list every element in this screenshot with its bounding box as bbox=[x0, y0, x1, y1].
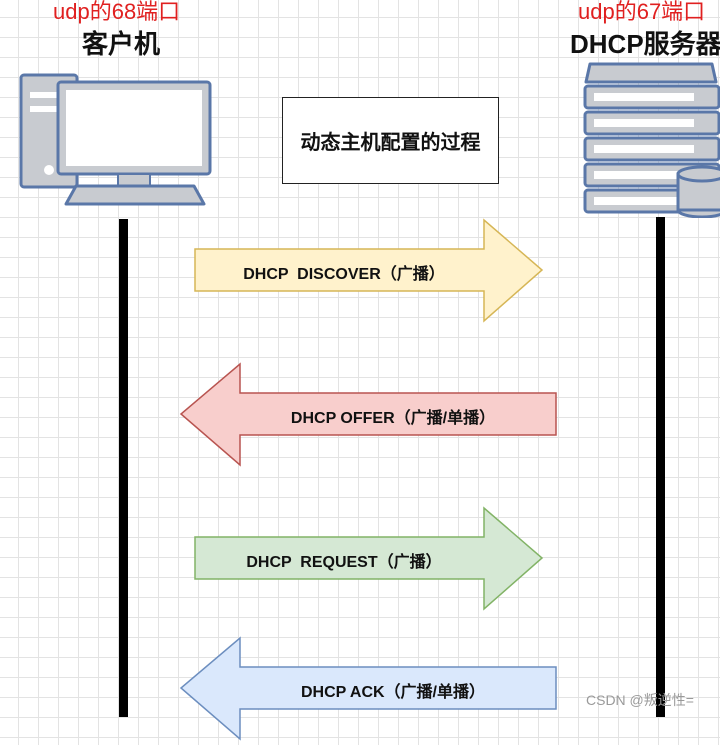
dhcp-offer-arrow: DHCP OFFER（广播/单播） bbox=[179, 362, 558, 467]
dhcp-offer-label: DHCP OFFER（广播/单播） bbox=[290, 410, 496, 427]
server-name-label: DHCP服务器 bbox=[570, 29, 720, 59]
client-name-label: 客户机 bbox=[82, 29, 161, 59]
dhcp-ack-arrow: DHCP ACK（广播/单播） bbox=[179, 636, 558, 741]
server-port-label: udp的67端口 bbox=[578, 0, 706, 24]
diagram-title-box: 动态主机配置的过程 bbox=[282, 97, 499, 184]
dhcp-discover-arrow: DHCP DISCOVER（广播） bbox=[194, 218, 544, 323]
server-rack-icon bbox=[583, 62, 720, 218]
server-lifeline bbox=[656, 217, 665, 717]
dhcp-request-arrow: DHCP REQUEST（广播） bbox=[194, 506, 544, 611]
client-port-label: udp的68端口 bbox=[53, 0, 181, 24]
dhcp-discover-label: DHCP DISCOVER（广播） bbox=[243, 266, 445, 283]
csdn-watermark: CSDN @叛逆性= bbox=[586, 692, 694, 708]
dhcp-ack-label: DHCP ACK（广播/单播） bbox=[300, 684, 485, 701]
diagram-title: 动态主机配置的过程 bbox=[300, 132, 481, 154]
client-lifeline bbox=[119, 219, 128, 717]
dhcp-request-label: DHCP REQUEST（广播） bbox=[246, 554, 442, 571]
desktop-computer-icon bbox=[19, 73, 212, 206]
